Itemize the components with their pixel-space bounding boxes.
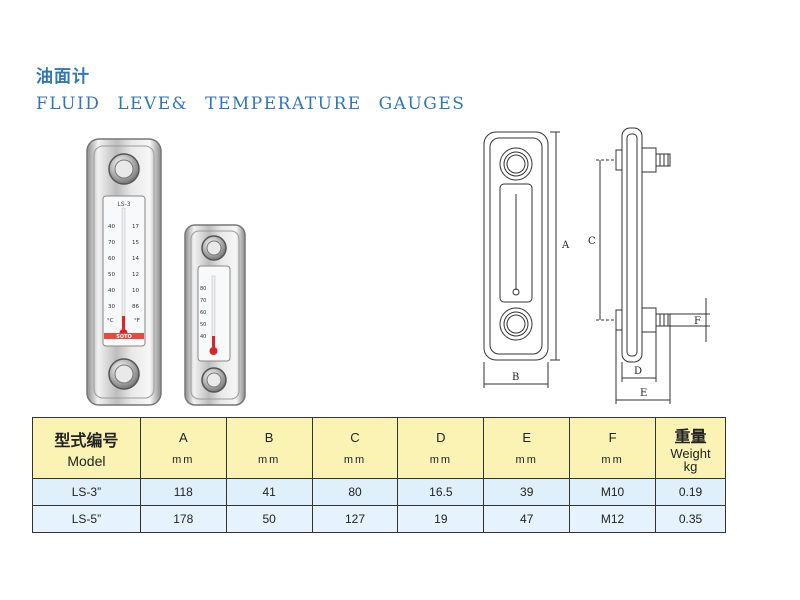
title-english: FLUID LEVE& TEMPERATURE GAUGES (36, 94, 466, 114)
header-unit: mm (343, 454, 367, 466)
large-scale-f-5: 86 (132, 304, 139, 310)
header-letter: B (264, 430, 274, 445)
large-gauge-cap: LS-3 (117, 201, 130, 208)
header-unit: mm (257, 454, 281, 466)
cell-b: 41 (225, 478, 313, 506)
large-scale-f-4: 10 (132, 288, 139, 294)
cell-d: 16.5 (397, 478, 485, 506)
table-row: LS-5” 178 50 127 19 47 M12 0.35 (32, 505, 726, 533)
spec-table: 型式编号 Model A mm B mm C mm D mm E mm (32, 417, 726, 533)
header-model: 型式编号 Model (32, 417, 141, 479)
cell-c: 80 (311, 478, 399, 506)
dim-label-a: A (561, 240, 570, 251)
small-scale-2: 60 (200, 310, 206, 316)
cell-c: 127 (311, 505, 399, 533)
cell-a: 178 (139, 505, 227, 533)
product-photo: LS-3 40 70 60 50 40 30 17 15 14 12 10 86… (86, 138, 246, 406)
header-weight-unit: kg (683, 459, 698, 474)
large-scale-c-2: 60 (108, 256, 115, 262)
header-letter: F (608, 430, 617, 445)
small-scale-1: 70 (200, 298, 206, 304)
large-unit-c: °C (107, 318, 114, 324)
large-scale-f-3: 12 (132, 272, 139, 278)
dim-label-b: B (512, 372, 519, 383)
header-weight: 重量 Weight kg (655, 417, 726, 479)
header-c: C mm (311, 417, 399, 479)
header-unit: mm (429, 454, 453, 466)
cell-weight: 0.35 (655, 505, 726, 533)
header-weight-en: Weight (670, 446, 711, 461)
large-scale-c-0: 40 (108, 224, 115, 230)
header-e: E mm (483, 417, 571, 479)
cell-b: 50 (225, 505, 313, 533)
header-a: A mm (139, 417, 227, 479)
cell-e: 39 (483, 478, 571, 506)
large-scale-c-3: 50 (108, 272, 115, 278)
large-scale-c-5: 30 (108, 304, 115, 310)
small-scale-3: 50 (200, 322, 206, 328)
dim-label-f: F (694, 316, 701, 327)
cell-d: 19 (397, 505, 485, 533)
large-scale-c-1: 70 (108, 240, 115, 246)
cell-a: 118 (139, 478, 227, 506)
header-letter: A (178, 430, 188, 445)
header-unit: mm (172, 454, 195, 466)
table-header-row: 型式编号 Model A mm B mm C mm D mm E mm (32, 417, 726, 479)
cell-model: LS-3” (32, 478, 141, 506)
small-scale-4: 40 (200, 334, 206, 340)
title-chinese: 油面计 (36, 67, 90, 87)
header-model-en: Model (67, 453, 106, 469)
large-brand: SOTO (116, 334, 132, 340)
small-gauge: 80 70 60 50 40 (184, 224, 246, 406)
header-b: B mm (225, 417, 313, 479)
dimension-drawing: A B C D E F (483, 127, 710, 404)
header-model-cn: 型式编号 (54, 431, 119, 450)
header-letter: C (350, 430, 360, 445)
large-scale-f-0: 17 (132, 224, 139, 230)
large-gauge: LS-3 40 70 60 50 40 30 17 15 14 12 10 86… (86, 138, 162, 406)
dim-label-c: C (588, 236, 596, 247)
header-unit: mm (601, 454, 624, 466)
large-scale-c-4: 40 (108, 288, 115, 294)
small-scale-0: 80 (200, 286, 206, 292)
cell-f: M12 (569, 505, 656, 533)
header-d: D mm (397, 417, 485, 479)
table-row: LS-3” 118 41 80 16.5 39 M10 0.19 (32, 478, 726, 506)
header-letter: E (522, 430, 532, 445)
header-weight-cn: 重量 (674, 427, 707, 446)
large-unit-f: °F (134, 318, 140, 324)
header-f: F mm (569, 417, 656, 479)
cell-weight: 0.19 (655, 478, 726, 506)
cell-e: 47 (483, 505, 571, 533)
header-letter: D (436, 430, 446, 445)
dim-label-e: E (640, 388, 647, 399)
cell-model: LS-5” (32, 505, 141, 533)
large-scale-f-2: 14 (132, 256, 139, 262)
cell-f: M10 (569, 478, 656, 506)
large-scale-f-1: 15 (132, 240, 139, 246)
header-unit: mm (515, 454, 538, 466)
dim-label-d: D (634, 366, 642, 377)
